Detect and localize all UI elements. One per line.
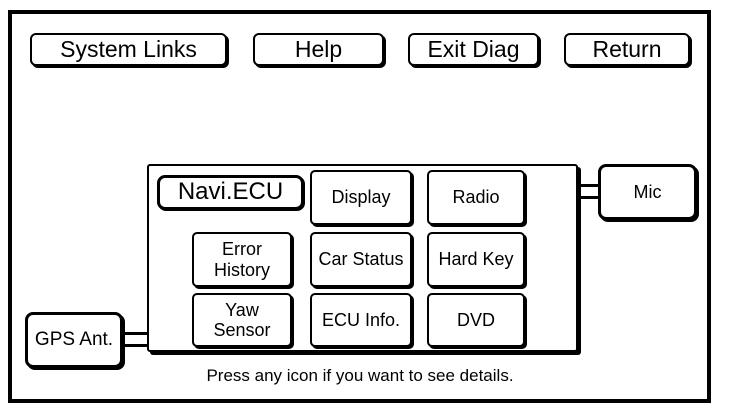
car-status-button[interactable]: Car Status xyxy=(310,232,412,287)
mic-button[interactable]: Mic xyxy=(598,164,697,220)
ecu-info-button[interactable]: ECU Info. xyxy=(310,293,412,347)
footer-instruction-text: Press any icon if you want to see detail… xyxy=(206,366,514,385)
exit-diag-button[interactable]: Exit Diag xyxy=(408,33,539,66)
gps-ant-button[interactable]: GPS Ant. xyxy=(25,312,123,368)
radio-button[interactable]: Radio xyxy=(427,170,525,225)
dvd-button[interactable]: DVD xyxy=(427,293,525,347)
gps-connector-line-top xyxy=(121,332,148,335)
error-history-button[interactable]: Error History xyxy=(192,232,292,287)
system-links-button[interactable]: System Links xyxy=(30,33,227,66)
navi-ecu-button[interactable]: Navi.ECU xyxy=(157,175,304,210)
gps-connector-line-bottom xyxy=(121,344,148,347)
mic-connector-line-top xyxy=(577,184,599,187)
return-button[interactable]: Return xyxy=(564,33,690,66)
yaw-sensor-button[interactable]: Yaw Sensor xyxy=(192,293,292,347)
hard-key-button[interactable]: Hard Key xyxy=(427,232,525,287)
help-button[interactable]: Help xyxy=(253,33,384,66)
mic-connector-line-bottom xyxy=(577,196,599,199)
display-button[interactable]: Display xyxy=(310,170,412,225)
